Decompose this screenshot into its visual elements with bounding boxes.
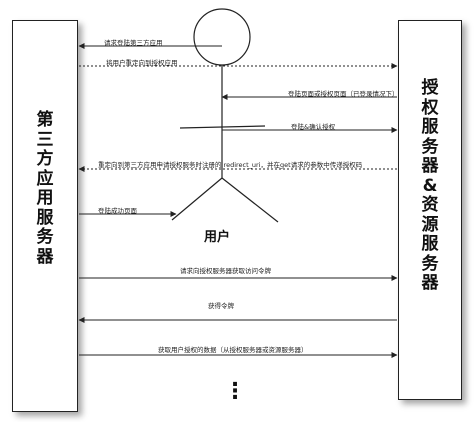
msg-get-user-data: 获取用户授权的数据（从授权服务器或资源服务器） — [158, 346, 308, 354]
msg-request-login: 请求登陆第三方应用 — [104, 39, 163, 47]
msg-confirm-auth: 登陆&确认授权 — [291, 123, 336, 131]
third-party-app-server-box: 第三方应用服务器 — [12, 20, 78, 412]
msg-login-page: 登陆页面或授权页面（已登录情况下） — [288, 90, 399, 98]
auth-resource-server-title: 授权服务器&资源服务器 — [421, 78, 439, 294]
third-party-app-server-title: 第三方应用服务器 — [36, 110, 54, 267]
user-stick-figure — [171, 8, 279, 223]
msg-login-success: 登陆成功页面 — [98, 207, 137, 215]
auth-resource-server-box: 授权服务器&资源服务器 — [398, 20, 462, 400]
user-head — [193, 8, 251, 66]
continuation-dots: ⋮ — [224, 379, 246, 404]
msg-redirect-with-code: 重定向到第三方应用申请授权服务时注册的 redirect_uri，并在get请求… — [98, 161, 363, 169]
msg-request-token: 请求向授权服务器获取访问令牌 — [180, 267, 271, 275]
msg-redirect-to-auth: 将用户重定向到授权应用 — [106, 59, 178, 67]
user-label: 用户 — [204, 230, 231, 245]
msg-get-token: 获得令牌 — [208, 302, 234, 310]
user-right-leg — [221, 177, 279, 223]
user-left-leg — [171, 177, 223, 221]
user-arms — [179, 125, 266, 129]
